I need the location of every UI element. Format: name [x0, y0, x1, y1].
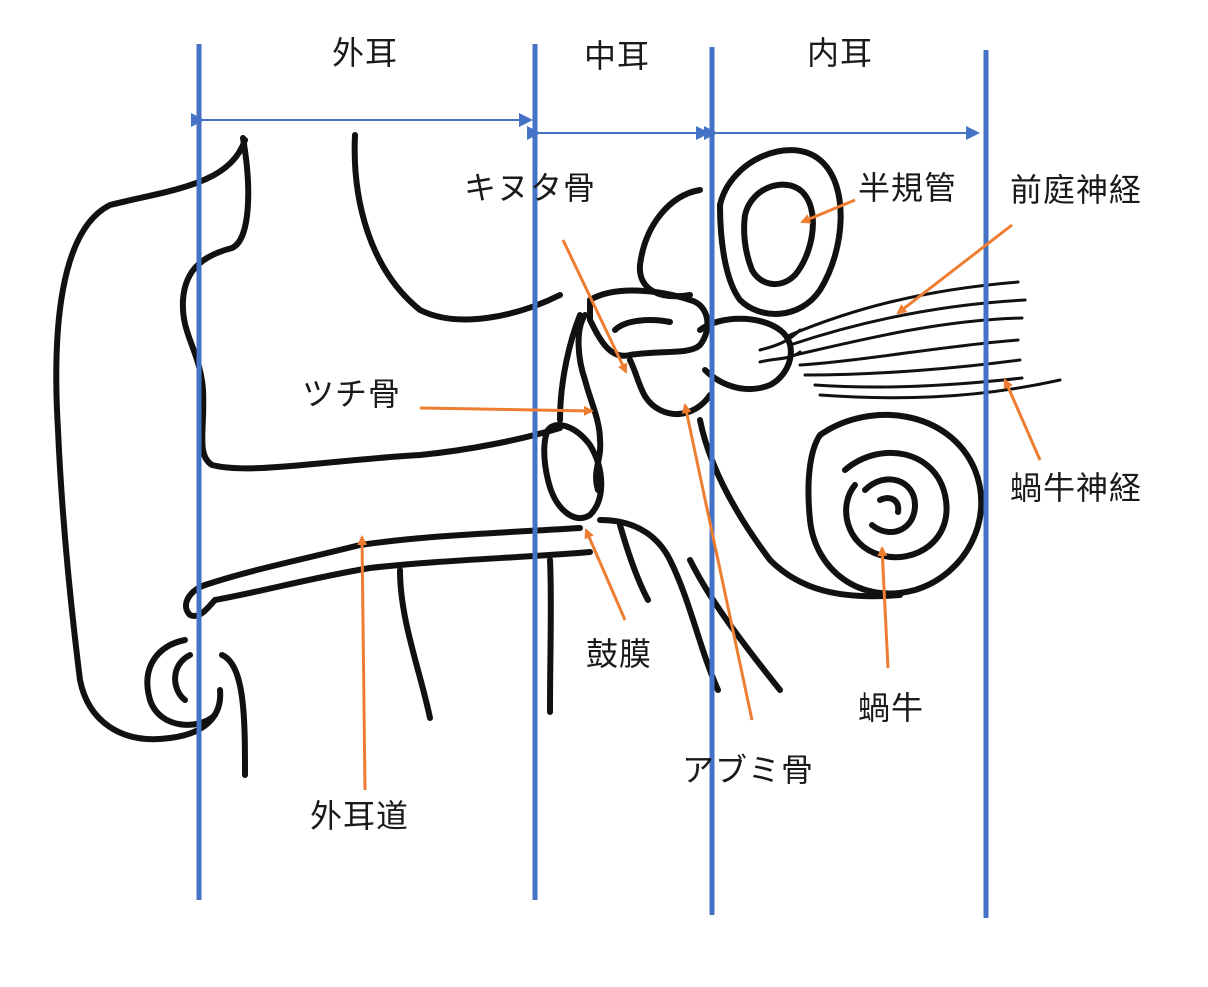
cochlea-spiral-3: [877, 495, 902, 515]
arrow-cochlear-nerve: [1003, 378, 1042, 461]
eardrum-shape: [541, 422, 605, 522]
label-cochlear-nerve: 蝸牛神経: [1010, 469, 1143, 507]
label-cochlea: 蝸牛: [858, 689, 925, 727]
label-vestibular-nerve: 前庭神経: [1010, 171, 1143, 209]
ear-canal-wall-lower: [212, 549, 593, 603]
cochlea-outer: [805, 411, 985, 597]
earlobe: [183, 582, 218, 619]
region-label-middle: 中耳: [584, 37, 651, 75]
arrow-ear-canal: [357, 535, 368, 791]
arrow-cochlea: [877, 546, 890, 669]
arrow-semicircular: [800, 198, 856, 224]
ossicle-detail: [612, 317, 673, 333]
tissue-line-1: [397, 567, 433, 721]
stapes-shape: [627, 357, 713, 417]
helix-fold: [179, 135, 563, 472]
auricle-outline: [53, 137, 248, 743]
label-eardrum: 鼓膜: [586, 635, 653, 673]
arrow-incus: [561, 239, 628, 374]
label-semicircular-canals: 半規管: [858, 169, 958, 207]
arrow-eardrum: [584, 528, 627, 621]
arrow-malleus: [419, 405, 594, 416]
canal-loop-left: [636, 187, 703, 300]
pointer-arrows: [357, 198, 1042, 791]
upper-canal-wall: [351, 132, 563, 323]
lobe-curl: [144, 637, 218, 728]
arrow-stapes: [681, 403, 754, 721]
cochlea-spiral-2: [862, 476, 918, 536]
middle-ear-wall: [557, 312, 583, 423]
region-span-arrows: [191, 113, 980, 140]
tympanic-lower-2: [617, 522, 651, 603]
malleus-shape: [575, 312, 604, 493]
label-stapes: アブミ骨: [682, 751, 815, 789]
region-dividers: [196, 44, 989, 918]
cochlea-body: [697, 417, 903, 600]
nerve-bundle: [758, 280, 1062, 400]
canal-inner: [741, 181, 816, 287]
lobe-inner: [172, 652, 193, 703]
cochlea-spiral-1: [842, 449, 950, 561]
tissue-line-2: [547, 557, 554, 715]
label-malleus: ツチ骨: [302, 375, 402, 413]
label-ear-canal: 外耳道: [310, 797, 410, 835]
tympanic-lower: [597, 517, 721, 693]
ear-drawing: [53, 132, 1062, 778]
incus-shape: [587, 287, 711, 359]
cochlea-lower: [687, 557, 783, 693]
canal-outer: [717, 147, 844, 317]
region-label-outer: 外耳: [332, 34, 399, 72]
arrow-vestibular: [896, 223, 1013, 315]
region-label-inner: 内耳: [807, 34, 874, 72]
label-incus: キヌタ骨: [464, 169, 597, 207]
neck-line: [219, 652, 248, 778]
